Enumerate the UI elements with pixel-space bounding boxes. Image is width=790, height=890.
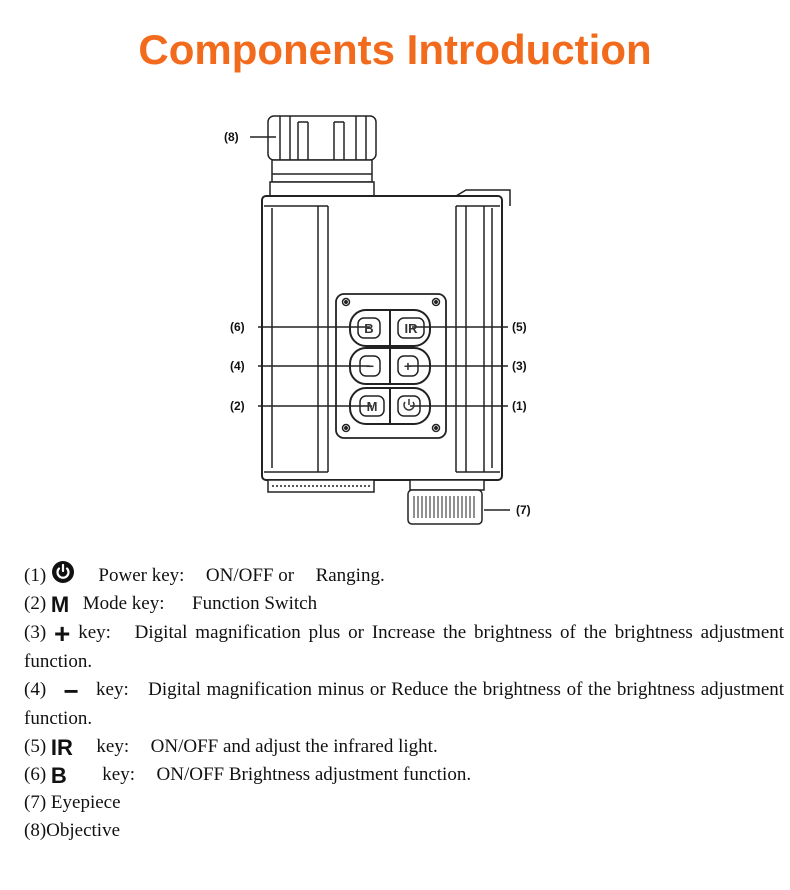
minus-glyph: −: [63, 675, 79, 706]
callout-5: (5): [512, 320, 527, 334]
b-button[interactable]: B: [364, 321, 373, 336]
plus-glyph: +: [54, 617, 71, 649]
plus-button[interactable]: +: [404, 358, 412, 374]
item-mode: (2) M Mode key: Function Switch: [24, 591, 318, 617]
page-title: Components Introduction: [138, 26, 652, 73]
callout-1: (1): [512, 399, 527, 413]
callout-7: (7): [516, 503, 531, 517]
item-eyepiece: (7) Eyepiece: [24, 792, 121, 813]
power-icon: [403, 401, 415, 411]
power-button[interactable]: [403, 399, 415, 411]
item-ir: (5) IR key: ON/OFF and adjust the infrar…: [24, 734, 438, 760]
ir-glyph: IR: [50, 734, 73, 760]
item-minus: (4) − key: Digital magnification minus o…: [24, 675, 785, 729]
eyepiece: [407, 489, 483, 525]
item-power: (1) Power key: ON/OFF or Ranging.: [24, 560, 784, 590]
device-diagram: B IR − + M (8) (6) (5) (4) (3) (2) (1) (…: [224, 115, 531, 525]
item-plus: (3) + key: Digital magnification plus or…: [24, 617, 785, 672]
b-glyph: B: [50, 762, 67, 788]
callout-6: (6): [230, 320, 245, 334]
item-number: (1): [24, 565, 47, 586]
callout-3: (3): [512, 359, 527, 373]
power-icon: [51, 561, 74, 583]
ir-button[interactable]: IR: [405, 321, 419, 336]
m-glyph: M: [50, 591, 70, 617]
item-objective: (8)Objective: [24, 820, 121, 841]
callout-2: (2): [230, 399, 245, 413]
callout-4: (4): [230, 359, 245, 373]
minus-button[interactable]: −: [366, 358, 374, 374]
m-button[interactable]: M: [367, 399, 378, 414]
callout-8: (8): [224, 130, 239, 144]
item-b: (6) B key: ON/OFF Brightness adjustment …: [24, 762, 472, 788]
objective-lens: [267, 115, 377, 197]
